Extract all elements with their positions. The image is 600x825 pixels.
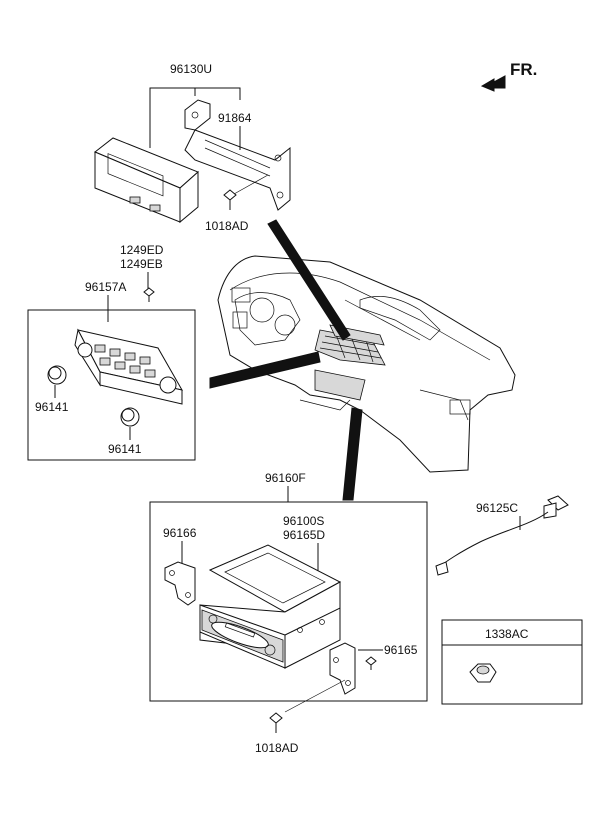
label-1249EB: 1249EB [120, 257, 163, 271]
label-96165D: 96165D [283, 528, 325, 542]
front-label: FR. [510, 60, 537, 79]
label-91864: 91864 [218, 111, 252, 125]
label-96100S: 96100S [283, 514, 324, 528]
label-96165: 96165 [384, 643, 418, 657]
heater-control-panel [74, 328, 183, 405]
label-1018AD-bottom: 1018AD [255, 741, 299, 755]
dashboard-panel [217, 255, 516, 473]
label-96157A: 96157A [85, 280, 126, 294]
label-1018AD-top: 1018AD [205, 219, 249, 233]
knob-96141-left [47, 365, 67, 385]
display-assembly-group: 96130U 91864 1018AD [94, 62, 291, 233]
callout-leaders [209, 219, 363, 501]
front-arrow-icon [480, 75, 506, 92]
screw-1018AD-top [223, 189, 237, 210]
screw-96165 [365, 656, 377, 670]
heater-control-group: 1249ED 1249EB 96157A [27, 243, 196, 461]
front-direction-indicator: FR. [480, 60, 537, 92]
nut-group: 1338AC [441, 619, 583, 705]
bracket-91864 [184, 99, 291, 211]
cable-group: 96125C [435, 495, 569, 576]
knob-96141-bottom [120, 407, 140, 427]
heater-box [27, 309, 196, 461]
bracket-96165 [329, 642, 356, 695]
label-96160F: 96160F [265, 471, 306, 485]
label-96141-left: 96141 [35, 400, 69, 414]
audio-head-unit [199, 544, 342, 669]
cable-96125C [435, 495, 569, 576]
screw-1249 [143, 287, 155, 302]
label-96141-bottom: 96141 [108, 442, 142, 456]
bracket-96166 [164, 561, 196, 606]
audio-box [149, 501, 428, 702]
display-module [94, 137, 199, 224]
label-96130U: 96130U [170, 62, 212, 76]
label-96125C: 96125C [476, 501, 518, 515]
label-96166: 96166 [163, 526, 197, 540]
nut-1338AC-icon [469, 663, 497, 683]
label-1249ED: 1249ED [120, 243, 164, 257]
nut-box [441, 619, 583, 705]
audio-assembly-group: 96160F 96166 96100S 96165D [149, 471, 428, 755]
screw-1018AD-bottom [269, 712, 283, 733]
label-1338AC: 1338AC [485, 627, 529, 641]
